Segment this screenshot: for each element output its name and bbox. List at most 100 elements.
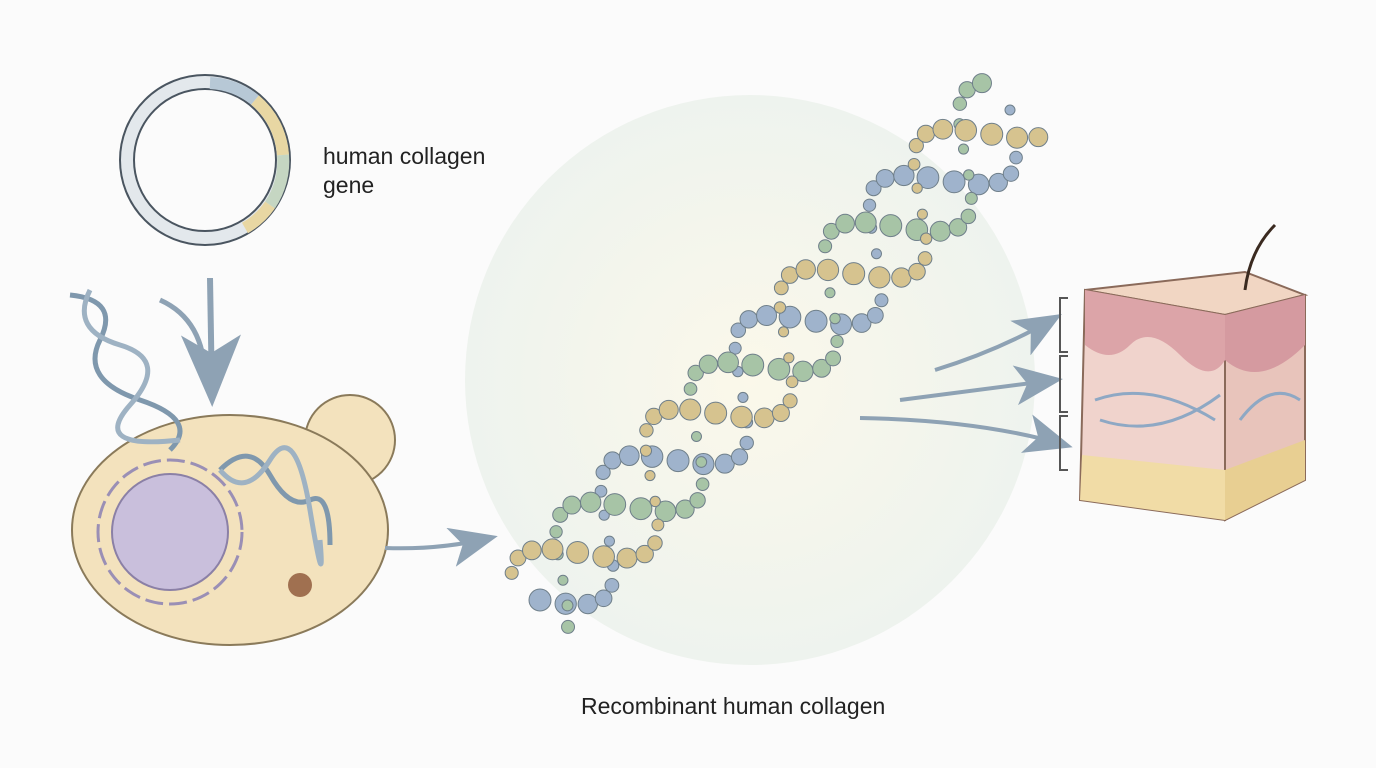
collagen-bead bbox=[552, 506, 569, 523]
collagen-bead bbox=[948, 218, 968, 237]
collagen-bead bbox=[618, 445, 640, 467]
collagen-bead bbox=[816, 258, 840, 282]
collagen-bead bbox=[942, 170, 966, 194]
collagen-bead bbox=[561, 599, 574, 612]
collagen-bead bbox=[756, 305, 778, 327]
collagen-bead bbox=[522, 540, 542, 561]
collagen-bead bbox=[603, 451, 622, 470]
collagen-bead bbox=[818, 239, 833, 254]
collagen-bead bbox=[916, 124, 935, 143]
collagen-bead bbox=[908, 137, 924, 154]
collagen-bead bbox=[854, 211, 877, 234]
collagen-bead bbox=[829, 312, 841, 325]
collagen-bead bbox=[739, 310, 758, 329]
collagen-bead bbox=[771, 403, 790, 422]
collagen-bead bbox=[891, 267, 912, 288]
collagen-bead bbox=[651, 518, 665, 532]
down-arrow bbox=[180, 277, 241, 407]
collagen-bead bbox=[595, 464, 611, 480]
collagen-bead bbox=[907, 157, 921, 171]
collagen-bead bbox=[782, 393, 798, 409]
collagen-bead bbox=[865, 180, 882, 197]
collagen-bead bbox=[773, 280, 789, 296]
collagen-bead bbox=[929, 220, 951, 242]
collagen-bead bbox=[954, 119, 978, 142]
collagen-bead bbox=[695, 456, 708, 468]
collagen-bead bbox=[683, 382, 698, 396]
skin-cross-section bbox=[1059, 223, 1309, 522]
collagen-bead bbox=[504, 565, 519, 580]
collagen-bead bbox=[603, 493, 627, 516]
collagen-bead bbox=[695, 477, 710, 491]
collagen-bead bbox=[644, 470, 656, 482]
collagen-bead bbox=[952, 96, 968, 111]
yeast-cell bbox=[71, 394, 396, 646]
collagen-bead bbox=[717, 351, 739, 374]
collagen-bead bbox=[963, 169, 975, 181]
curved-arrow bbox=[158, 297, 208, 381]
collagen-bead bbox=[767, 357, 791, 381]
collagen-bead bbox=[639, 444, 653, 457]
collagen-bead bbox=[679, 398, 702, 421]
collagen-bead bbox=[1002, 165, 1020, 182]
collagen-bead bbox=[730, 322, 747, 338]
collagen-bead bbox=[562, 495, 582, 515]
collagen-bead bbox=[1004, 104, 1016, 116]
plasmid-label-line2: gene bbox=[323, 172, 375, 198]
collagen-bead bbox=[1009, 150, 1023, 165]
collagen-bead bbox=[804, 309, 828, 333]
collagen-bead bbox=[580, 491, 602, 513]
collagen-bead bbox=[635, 544, 654, 564]
collagen-bead bbox=[824, 287, 836, 299]
collagen-bead bbox=[687, 364, 704, 382]
cell-to-collagen-arrow bbox=[384, 527, 498, 567]
collagen-bead bbox=[971, 73, 992, 94]
collagen-bead bbox=[868, 266, 891, 289]
collagen-bead bbox=[639, 423, 654, 438]
collagen-bead bbox=[698, 354, 719, 374]
collagen-bead bbox=[964, 191, 978, 205]
collagen-bead bbox=[916, 166, 940, 190]
collagen-bead bbox=[778, 305, 802, 329]
collagen-bead bbox=[666, 449, 690, 473]
collagen-bead bbox=[870, 248, 882, 260]
collagen-bead bbox=[603, 535, 615, 547]
plasmid-label: human collagen gene bbox=[323, 142, 485, 200]
collagen-bead bbox=[604, 577, 620, 593]
collagen-bead bbox=[988, 172, 1008, 193]
plasmid-label-line1: human collagen bbox=[323, 143, 486, 169]
collagen-bead bbox=[561, 619, 576, 634]
collagen-bead bbox=[866, 306, 884, 324]
collagen-bead bbox=[851, 313, 872, 333]
collagen-bead bbox=[541, 538, 564, 561]
collagen-bead bbox=[874, 293, 889, 308]
collagen-bead bbox=[875, 168, 895, 188]
collagen-bead bbox=[785, 375, 799, 389]
collagen-bead bbox=[616, 547, 638, 569]
collagen-bead bbox=[835, 213, 855, 234]
plasmid bbox=[119, 74, 291, 246]
collagen-bead bbox=[598, 509, 610, 521]
collagen-bead bbox=[911, 182, 923, 194]
collagen-bead bbox=[741, 353, 765, 377]
collagen-bead bbox=[825, 350, 842, 367]
background-glow bbox=[465, 95, 1035, 665]
collagen-bead bbox=[773, 301, 787, 314]
collagen-bead bbox=[594, 589, 613, 608]
collagen-bead bbox=[675, 499, 695, 519]
collagen-bead bbox=[566, 540, 590, 564]
collagen-bead bbox=[557, 574, 569, 586]
collagen-bead bbox=[842, 262, 866, 286]
collagen-bead bbox=[658, 399, 679, 420]
collagen-bead bbox=[812, 358, 832, 378]
dna-helix bbox=[69, 288, 333, 567]
collagen-bead bbox=[577, 593, 598, 615]
collagen-bead bbox=[647, 535, 663, 551]
collagen-bead bbox=[960, 208, 977, 225]
collagen-bead bbox=[730, 405, 753, 429]
collagen-bead bbox=[917, 251, 933, 266]
collagen-bead bbox=[1006, 126, 1029, 149]
collagen-bead bbox=[862, 198, 877, 212]
collagen-bead bbox=[879, 214, 903, 238]
collagen-bead bbox=[795, 259, 816, 280]
